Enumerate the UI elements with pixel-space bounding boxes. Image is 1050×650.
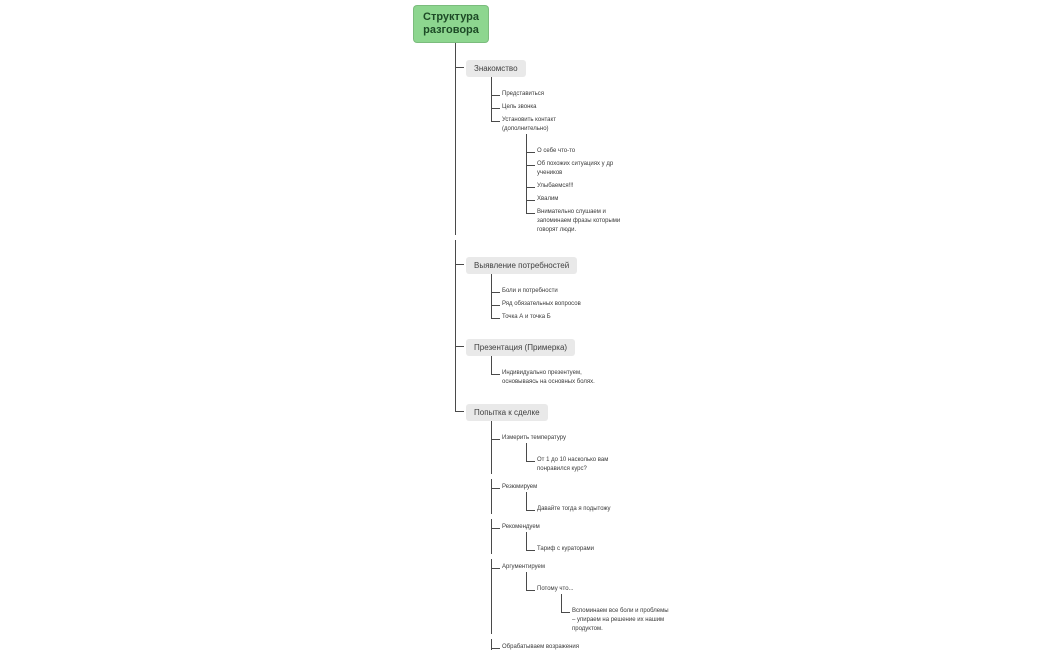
node-group: Установить контакт (дополнительно) О себе… xyxy=(491,112,672,235)
leaf-node[interactable]: Индивидуально презентуем, основываясь на… xyxy=(502,370,595,385)
leaf-node[interactable]: Боли и потребности xyxy=(502,288,558,294)
leaf-node[interactable]: Цель звонка xyxy=(502,104,537,110)
node-group: Представиться xyxy=(491,77,672,99)
leaf-node[interactable]: Аргументируем xyxy=(502,564,545,570)
leaf-node[interactable]: Измерить температуру xyxy=(502,435,567,441)
children-group: О себе что-то Об похожих ситуациях у др у… xyxy=(526,134,672,235)
branch-node[interactable]: Презентация (Примерка) xyxy=(466,339,576,356)
node-group: От 1 до 10 насколько вам понравился курс… xyxy=(526,443,672,474)
node-group: Хвалим xyxy=(526,191,672,204)
children-group: Потому что... Вспоминаем все боли и пробл… xyxy=(526,572,672,634)
leaf-node[interactable]: Обрабатываем возражения xyxy=(502,644,580,650)
leaf-node[interactable]: Хвалим xyxy=(537,196,559,202)
node-group: Цель звонка xyxy=(491,99,672,112)
leaf-node[interactable]: Установить контакт (дополнительно) xyxy=(502,117,556,132)
node-group: Об похожих ситуациях у др учеников xyxy=(526,156,672,178)
leaf-node[interactable]: Об похожих ситуациях у др учеников xyxy=(537,161,614,176)
children-group: От 1 до 10 насколько вам понравился курс… xyxy=(526,443,672,474)
node-group: Тариф с кураторами xyxy=(526,532,672,554)
leaf-node[interactable]: Потому что... xyxy=(537,586,574,592)
node-group: Обрабатываем возраженияЛокализация и чес… xyxy=(491,639,672,650)
leaf-node[interactable]: Ряд обязательных вопросов xyxy=(502,301,581,307)
leaf-node[interactable]: Представиться xyxy=(502,91,545,97)
node-group: Внимательно слушаем и запоминаем фразы к… xyxy=(526,204,672,235)
children-group: Индивидуально презентуем, основываясь на… xyxy=(491,356,672,387)
leaf-node[interactable]: Резюмируем xyxy=(502,484,538,490)
leaf-node[interactable]: Тариф с кураторами xyxy=(537,546,595,552)
node-group: Измерить температуру От 1 до 10 насколько… xyxy=(491,421,672,474)
children-group: Измерить температуру От 1 до 10 насколько… xyxy=(491,421,672,650)
leaf-node[interactable]: Давайте тогда я подытожу xyxy=(537,506,611,512)
children-group: Давайте тогда я подытожу xyxy=(526,492,672,514)
node-group: О себе что-то xyxy=(526,134,672,156)
children-group: Тариф с кураторами xyxy=(526,532,672,554)
leaf-node[interactable]: Рекомендуем xyxy=(502,524,540,530)
branch-node[interactable]: Знакомство xyxy=(466,60,526,77)
node-group: Вспоминаем все боли и проблемы – упираем… xyxy=(561,594,672,634)
node-group: Потому что... Вспоминаем все боли и пробл… xyxy=(526,572,672,634)
branch-node[interactable]: Выявление потребностей xyxy=(466,257,578,274)
root-node[interactable]: Структура разговора xyxy=(413,5,489,43)
leaf-node[interactable]: Вспоминаем все боли и проблемы – упираем… xyxy=(572,608,669,632)
node-group: Точка А и точка Б xyxy=(491,309,672,322)
node-group: Боли и потребности xyxy=(491,274,672,296)
node-group: Улыбаемся!!! xyxy=(526,178,672,191)
leaf-node[interactable]: От 1 до 10 насколько вам понравился курс… xyxy=(537,457,609,472)
node-group: Индивидуально презентуем, основываясь на… xyxy=(491,356,672,387)
children-group: Вспоминаем все боли и проблемы – упираем… xyxy=(561,594,672,634)
branch-node[interactable]: Попытка к сделке xyxy=(466,404,548,421)
node-group: Давайте тогда я подытожу xyxy=(526,492,672,514)
leaf-node[interactable]: Точка А и точка Б xyxy=(502,314,551,320)
leaf-node[interactable]: О себе что-то xyxy=(537,148,576,154)
node-group: Презентация (Примерка) Индивидуально през… xyxy=(455,322,672,387)
leaf-node[interactable]: Внимательно слушаем и запоминаем фразы к… xyxy=(537,209,621,233)
node-group: Ряд обязательных вопросов xyxy=(491,296,672,309)
leaf-node[interactable]: Улыбаемся!!! xyxy=(537,183,574,189)
